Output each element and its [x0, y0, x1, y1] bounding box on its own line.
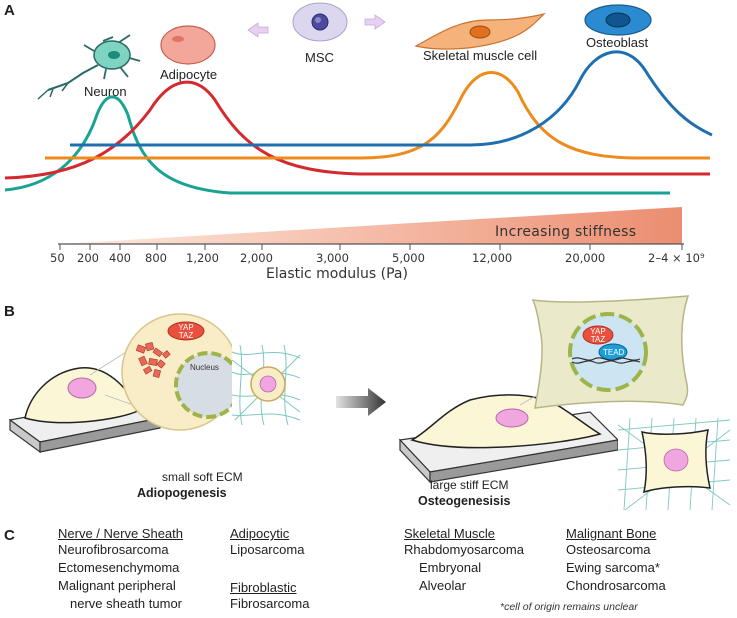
soft-mesh [231, 344, 301, 426]
malignant-bone-column: Malignant Bone Osteosarcoma Ewing sarcom… [566, 526, 666, 595]
tick-label: 12,000 [472, 251, 513, 265]
panel-a-letter: A [4, 2, 15, 19]
yap-label: YAP [178, 323, 194, 332]
osteogenesis-caption: Osteogenesisis [418, 494, 511, 508]
tick-label: 400 [109, 251, 131, 265]
taz-label: TAZ [590, 335, 606, 344]
tick-label: 20,000 [565, 251, 606, 265]
list-item: Embryonal [419, 560, 482, 575]
adipocyte-icon [160, 25, 216, 65]
neuron-label: Neuron [84, 84, 127, 99]
column-heading: Skeletal Muscle [404, 526, 496, 541]
tead-label: TEAD [603, 348, 625, 357]
stiffness-wedge [60, 207, 682, 244]
panel-b-letter: B [4, 303, 15, 320]
stiff-ecm-platform [398, 411, 620, 484]
list-item: Osteosarcoma [566, 542, 651, 557]
tick-label: 800 [145, 251, 167, 265]
footnote: *cell of origin remains unclear [500, 601, 638, 613]
panel-c-letter: C [4, 527, 15, 544]
msc-label: MSC [305, 50, 334, 65]
stiff-ecm-caption: large stiff ECM [430, 478, 509, 492]
msc-left-arrow [247, 22, 269, 38]
list-item: Liposarcoma [230, 542, 305, 557]
list-item: Alveolar [419, 578, 466, 593]
adipocyte-label: Adipocyte [160, 67, 218, 82]
yap-taz-label-right: YAP TAZ [590, 328, 606, 344]
tick-label: 2,000 [240, 251, 273, 265]
msc-icon [292, 2, 348, 42]
list-item: Rhabdomyosarcoma [404, 542, 524, 557]
yap-taz-label-left: YAP TAZ [178, 324, 194, 340]
stiffness-curves-figure [4, 2, 713, 250]
skeletal-muscle-curve [45, 71, 710, 160]
skeletal-muscle-icon [414, 12, 546, 50]
transition-arrow [336, 388, 386, 416]
list-item: Chondrosarcoma [566, 578, 666, 593]
nucleus-label: Nucleus [190, 363, 219, 372]
tick-label: 50 [50, 251, 65, 265]
msc-right-arrow [364, 14, 386, 30]
list-item: Ectomesenchymoma [58, 560, 180, 575]
fibroblastic-column: Fibroblastic Fibrosarcoma [230, 580, 309, 613]
adipocytic-column: Adipocytic Liposarcoma [230, 526, 304, 559]
tick-label: 5,000 [392, 251, 425, 265]
column-heading: Fibroblastic [230, 580, 297, 595]
skeletal-muscle-label: Skeletal muscle cell [423, 48, 538, 63]
taz-label: TAZ [178, 331, 194, 340]
axis-title: Elastic modulus (Pa) [266, 266, 408, 282]
column-heading: Malignant Bone [566, 526, 657, 541]
adipocyte-curve [4, 80, 710, 180]
list-item: Neurofibrosarcoma [58, 542, 169, 557]
tick-label: 2–4 × 10⁹ [648, 251, 705, 265]
adipogenesis-caption: Adiopogenesis [137, 486, 227, 500]
list-item: nerve sheath tumor [70, 596, 183, 611]
soft-ecm-caption: small soft ECM [162, 470, 243, 484]
tick-label: 1,200 [186, 251, 219, 265]
osteoblast-icon [584, 4, 652, 36]
nerve-sheath-column: Nerve / Nerve Sheath Neurofibrosarcoma E… [58, 526, 183, 613]
list-item: Fibrosarcoma [230, 596, 310, 611]
tick-label: 200 [77, 251, 99, 265]
neuron-icon [37, 34, 141, 100]
osteoblast-curve [70, 50, 713, 147]
skeletal-muscle-column: Skeletal Muscle Rhabdomyosarcoma Embryon… [404, 526, 524, 595]
soft-ecm-cell [24, 367, 142, 424]
increasing-stiffness-label: Increasing stiffness [495, 224, 637, 240]
column-heading: Nerve / Nerve Sheath [58, 526, 184, 541]
list-item: Malignant peripheral [58, 578, 176, 593]
stiff-ecm-cell [410, 394, 602, 449]
soft-ecm-platform [8, 397, 162, 454]
osteoblast-label: Osteoblast [586, 35, 649, 50]
stiff-mesh [617, 417, 731, 511]
yap-label: YAP [590, 327, 606, 336]
column-heading: Adipocytic [230, 526, 290, 541]
tick-label: 3,000 [316, 251, 349, 265]
list-item: Ewing sarcoma* [566, 560, 660, 575]
